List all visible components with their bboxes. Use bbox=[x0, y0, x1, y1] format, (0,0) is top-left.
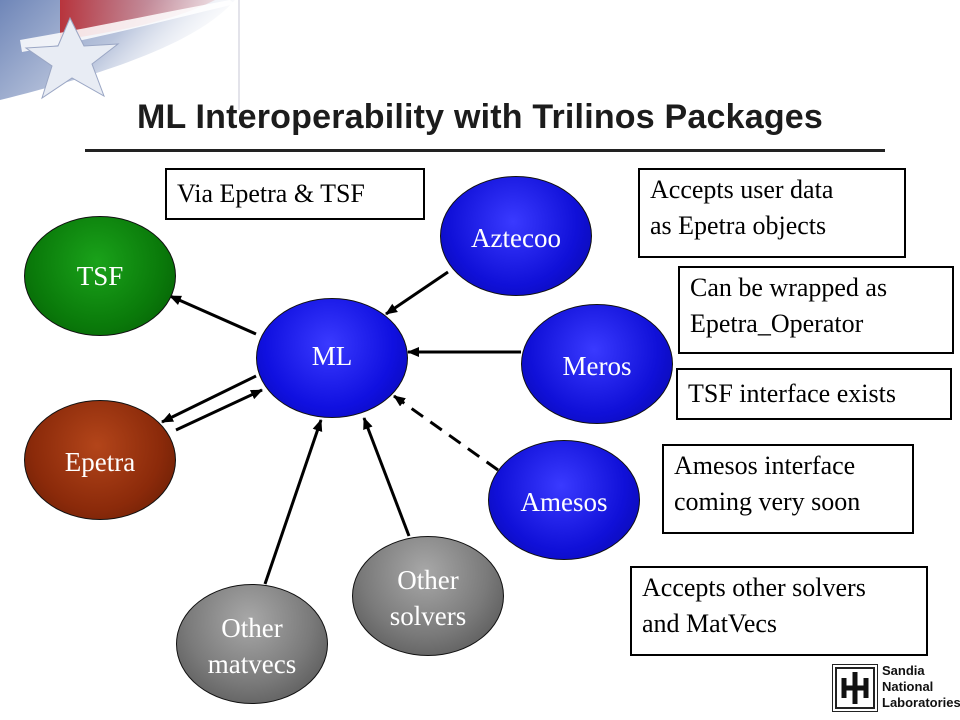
sandia-logo: Sandia National Laboratories bbox=[830, 662, 960, 714]
node-other-matvecs: Other matvecs bbox=[176, 584, 328, 704]
note-accepts-other-line-1: Accepts other solvers bbox=[642, 573, 866, 602]
node-other-solvers-line-2: solvers bbox=[389, 601, 467, 631]
note-accepts-user-data-line-2: as Epetra objects bbox=[650, 211, 827, 240]
node-amesos: Amesos bbox=[488, 440, 640, 560]
node-aztecoo-label: Aztecoo bbox=[471, 223, 561, 253]
arrow-epetra-to-ml bbox=[175, 388, 263, 432]
node-tsf: TSF bbox=[24, 216, 176, 336]
node-tsf-label: TSF bbox=[76, 261, 124, 291]
arrow-ml-to-epetra bbox=[161, 374, 257, 424]
logo-line-1: Sandia bbox=[882, 663, 925, 678]
logo-line-2: National bbox=[882, 679, 934, 694]
node-ml-label: ML bbox=[311, 341, 353, 371]
node-aztecoo: Aztecoo bbox=[440, 176, 592, 296]
note-tsf-interface-text: TSF interface exists bbox=[688, 379, 896, 408]
node-ml: ML bbox=[256, 298, 408, 418]
star-icon bbox=[24, 16, 120, 100]
arrow-amesos-to-ml bbox=[393, 394, 499, 472]
note-accepts-other: Accepts other solvers and MatVecs bbox=[630, 566, 928, 656]
note-via-epetra-tsf: Via Epetra & TSF bbox=[165, 168, 425, 220]
node-other-solvers-line-1: Other bbox=[397, 565, 459, 595]
note-amesos-interface-line-1: Amesos interface bbox=[674, 451, 856, 480]
note-wrapped-operator-line-1: Can be wrapped as bbox=[690, 273, 888, 302]
node-meros: Meros bbox=[521, 304, 673, 424]
title-underline bbox=[85, 149, 885, 152]
node-other-matvecs-line-2: matvecs bbox=[207, 649, 297, 679]
note-accepts-other-line-2: and MatVecs bbox=[642, 609, 778, 638]
note-tsf-interface: TSF interface exists bbox=[676, 368, 952, 420]
note-amesos-interface: Amesos interface coming very soon bbox=[662, 444, 914, 534]
page-title: ML Interoperability with Trilinos Packag… bbox=[136, 98, 824, 136]
banner-graphic bbox=[0, 0, 240, 110]
logo-line-3: Laboratories bbox=[882, 695, 960, 710]
note-accepts-user-data-line-1: Accepts user data bbox=[650, 175, 834, 204]
arrow-other-solvers-to-ml bbox=[362, 417, 411, 537]
arrow-aztecoo-to-ml bbox=[385, 270, 449, 316]
note-amesos-interface-line-2: coming very soon bbox=[674, 487, 861, 516]
arrow-ml-to-tsf bbox=[169, 294, 257, 336]
node-epetra-label: Epetra bbox=[64, 447, 136, 477]
node-epetra: Epetra bbox=[24, 400, 176, 520]
node-other-matvecs-line-1: Other bbox=[221, 613, 283, 643]
node-other-solvers: Other solvers bbox=[352, 536, 504, 656]
note-via-epetra-tsf-text: Via Epetra & TSF bbox=[177, 179, 365, 208]
note-accepts-user-data: Accepts user data as Epetra objects bbox=[638, 168, 906, 258]
logo-text: Sandia National Laboratories bbox=[882, 663, 960, 711]
thunderbird-icon bbox=[832, 664, 878, 712]
node-amesos-label: Amesos bbox=[520, 487, 608, 517]
arrow-other-matvecs-to-ml bbox=[263, 419, 323, 585]
node-meros-label: Meros bbox=[562, 351, 632, 381]
note-wrapped-operator-line-2: Epetra_Operator bbox=[690, 309, 864, 338]
note-wrapped-operator: Can be wrapped as Epetra_Operator bbox=[678, 266, 954, 354]
